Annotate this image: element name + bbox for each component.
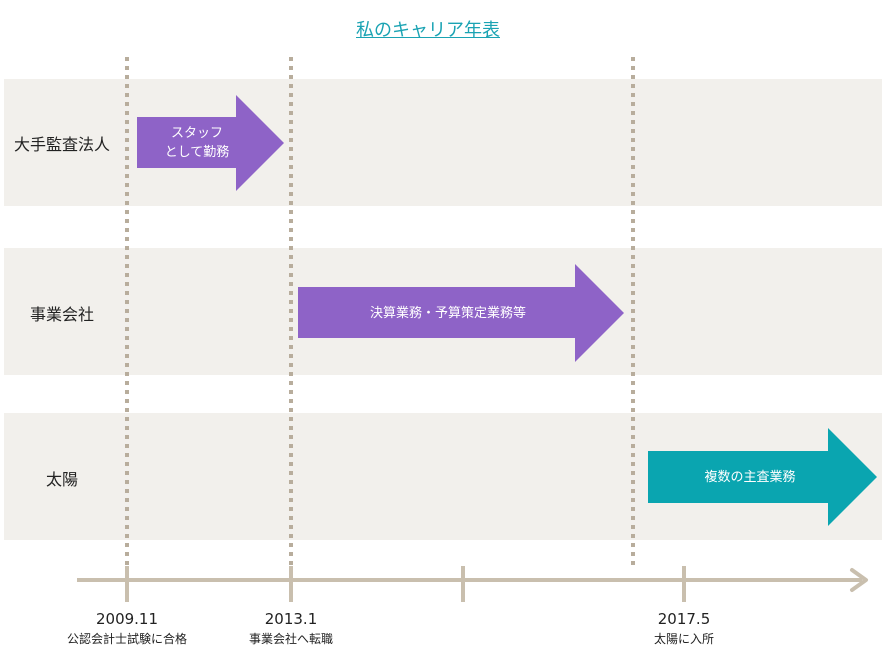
milestone-date-2009: 2009.11	[95, 610, 159, 628]
arrow-multiple-lead	[648, 428, 877, 526]
milestone-event-2013: 事業会社へ転職	[248, 632, 333, 646]
row-label-taiyo: 太陽	[45, 470, 78, 489]
row-label-audit-firm: 大手監査法人	[13, 135, 110, 154]
arrow-accounting-budget	[298, 264, 624, 362]
milestone-date-2013: 2013.1	[264, 610, 318, 628]
milestone-date-2017: 2017.5	[657, 610, 711, 628]
milestone-event-2017: 太陽に入所	[653, 632, 714, 646]
arrow-staff-label-line2: として勤務	[165, 145, 230, 160]
arrow-accounting-budget-label: 決算業務・予算策定業務等	[370, 305, 526, 321]
arrow-staff-label-line1: スタッフ	[171, 126, 223, 141]
diagram-title: 私のキャリア年表	[356, 20, 500, 41]
row-label-business-company: 事業会社	[29, 305, 94, 324]
milestone-event-2009: 公認会計士試験に合格	[66, 632, 187, 646]
arrow-staff	[137, 95, 284, 191]
arrow-multiple-lead-label: 複数の主査業務	[704, 469, 795, 485]
time-axis-arrowhead	[850, 568, 868, 592]
